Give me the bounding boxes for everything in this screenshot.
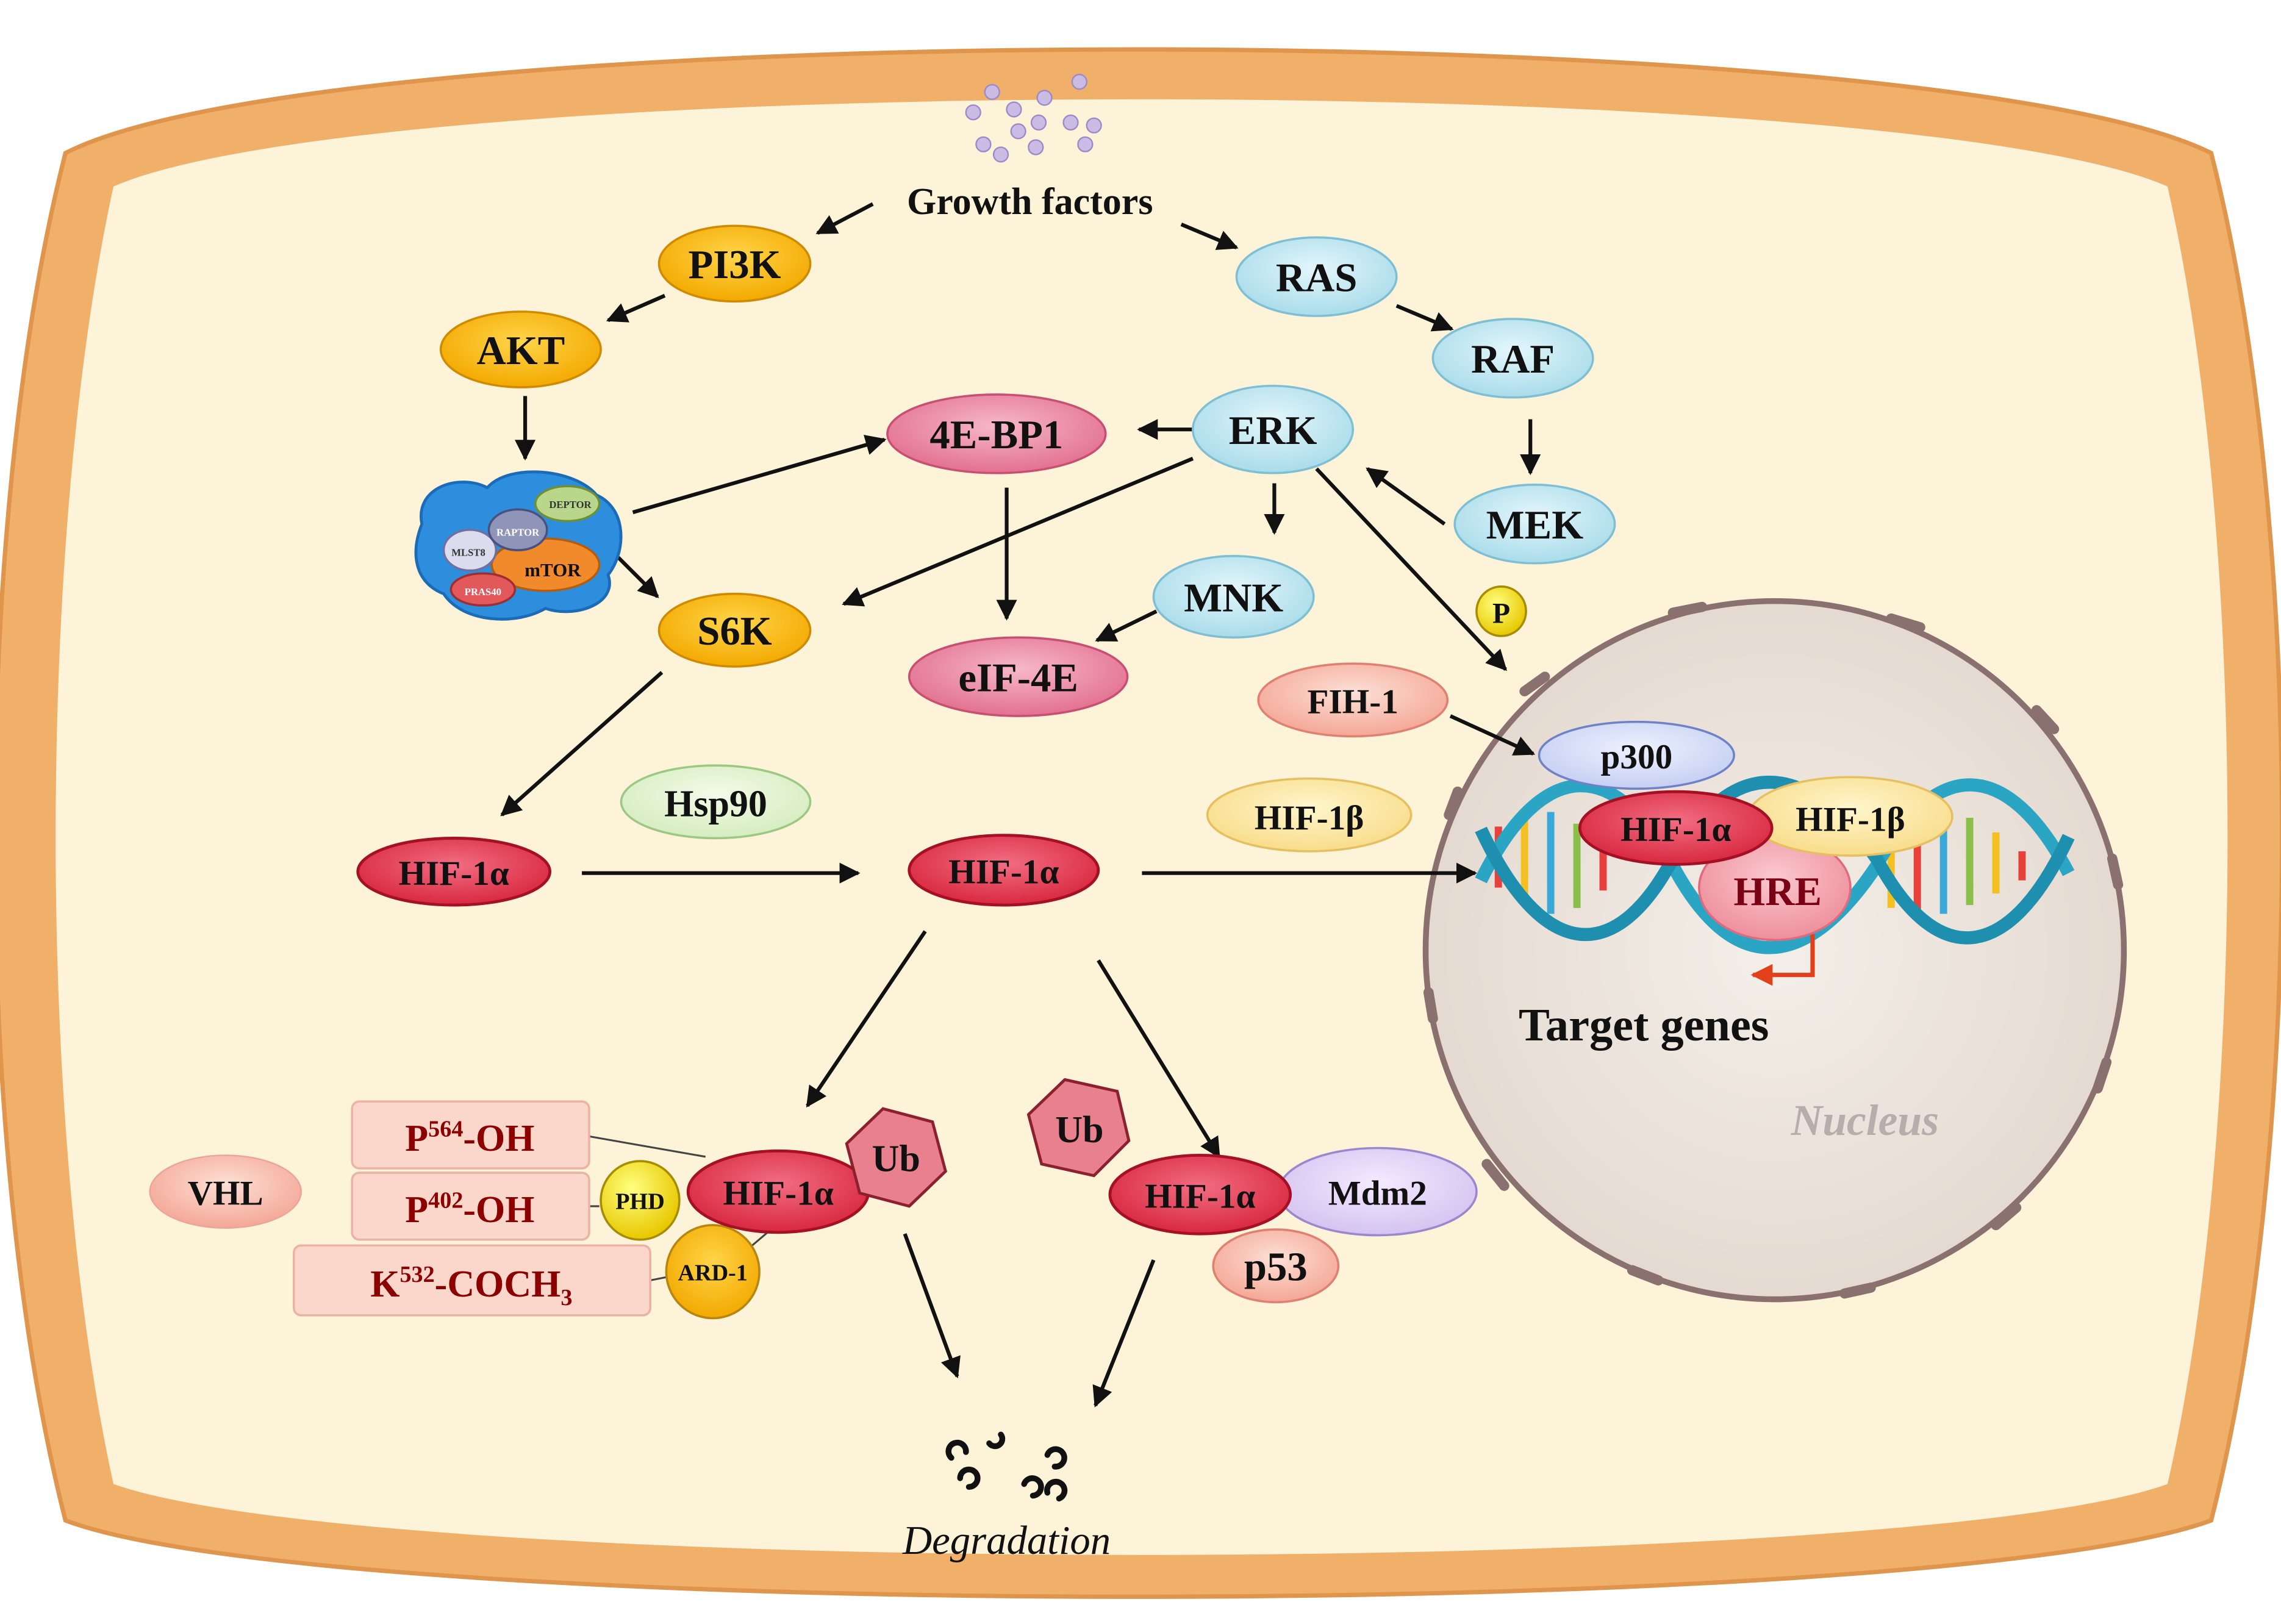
degradation-label: Degradation [902, 1518, 1111, 1563]
svg-text:HRE: HRE [1733, 869, 1822, 914]
deptor-label: DEPTOR [549, 499, 592, 510]
hif1a-left-node: HIF-1α [356, 837, 551, 907]
svg-text:Ub: Ub [1055, 1109, 1103, 1151]
ub-right-badge: Ub [1026, 1078, 1131, 1178]
raf-node: RAF [1431, 318, 1594, 399]
svg-text:HIF-1α: HIF-1α [723, 1175, 833, 1213]
ub-left-badge: Ub [845, 1107, 948, 1208]
dna-helix [1475, 776, 2075, 954]
svg-text:p300: p300 [1601, 738, 1673, 776]
svg-text:AKT: AKT [477, 328, 565, 373]
svg-text:HIF-1α: HIF-1α [948, 853, 1059, 891]
svg-text:K532-COCH3: K532-COCH3 [370, 1262, 572, 1311]
ras-node: RAS [1235, 236, 1398, 317]
svg-text:p53: p53 [1244, 1245, 1308, 1290]
svg-text:S6K: S6K [697, 609, 772, 654]
svg-text:RAS: RAS [1276, 256, 1358, 301]
svg-text:MNK: MNK [1184, 575, 1283, 620]
svg-text:Hsp90: Hsp90 [664, 784, 767, 825]
svg-text:PI3K: PI3K [688, 242, 781, 287]
svg-text:ARD-1: ARD-1 [678, 1261, 748, 1286]
pras40-label: PRAS40 [465, 586, 501, 598]
svg-text:4E-BP1: 4E-BP1 [929, 412, 1063, 457]
svg-text:P564-OH: P564-OH [405, 1116, 534, 1159]
pathway-arrows [500, 202, 1541, 1408]
svg-text:RAF: RAF [1471, 337, 1555, 382]
ard1-badge: ARD-1 [665, 1224, 761, 1320]
mlst8-label: MLST8 [451, 547, 485, 559]
fih1-node: FIH-1 [1257, 662, 1449, 738]
svg-text:P402-OH: P402-OH [405, 1187, 534, 1231]
svg-text:VHL: VHL [188, 1175, 263, 1213]
4ebp1-node: 4E-BP1 [886, 393, 1107, 474]
degradation-fragments [945, 1431, 1068, 1502]
s6k-node: S6K [657, 592, 812, 668]
hif1a-nucleus-node: HIF-1α [1578, 790, 1774, 866]
vhl-node: VHL [149, 1154, 302, 1229]
transcription-arrow [1750, 934, 1815, 986]
svg-text:PHD: PHD [615, 1189, 665, 1215]
phd-badge: PHD [600, 1160, 681, 1241]
k532-coch3-box: K532-COCH3 [293, 1244, 651, 1317]
mek-node: MEK [1453, 484, 1616, 565]
hif1b-nucleus-node: HIF-1β [1747, 776, 1953, 857]
hsp90-node: Hsp90 [620, 764, 812, 840]
svg-text:HIF-1α: HIF-1α [1145, 1177, 1255, 1215]
eif4e-node: eIF-4E [908, 636, 1129, 717]
mnk-node: MNK [1152, 554, 1315, 639]
hif1a-vhl-node: HIF-1α [686, 1149, 870, 1234]
p53-node: p53 [1212, 1228, 1340, 1304]
svg-text:HIF-1β: HIF-1β [1255, 799, 1364, 837]
svg-text:P: P [1492, 597, 1510, 629]
svg-text:Mdm2: Mdm2 [1328, 1175, 1427, 1213]
p564-oh-box: P564-OH [351, 1100, 590, 1170]
growth-factor-molecules [965, 74, 1102, 163]
svg-text:Ub: Ub [872, 1139, 920, 1180]
hif1a-center-node: HIF-1α [908, 834, 1100, 907]
mtor-label: mTOR [525, 559, 581, 581]
erk-node: ERK [1192, 384, 1355, 474]
mtor-complex: mTOR RAPTOR DEPTOR MLST8 PRAS40 [414, 470, 623, 621]
mdm2-node: Mdm2 [1277, 1146, 1478, 1237]
p402-oh-box: P402-OH [351, 1171, 590, 1241]
svg-text:MEK: MEK [1486, 503, 1584, 548]
svg-text:HIF-1α: HIF-1α [398, 854, 509, 893]
nucleus-label: Nucleus [1791, 1096, 1939, 1145]
raptor-label: RAPTOR [496, 526, 540, 538]
phospho-badge: P [1475, 585, 1527, 637]
target-genes-label: Target genes [1519, 999, 1769, 1051]
hif1a-mdm2-node: HIF-1α [1108, 1154, 1292, 1236]
pi3k-node: PI3K [657, 224, 812, 303]
akt-node: AKT [439, 310, 602, 388]
growth-factors-label: Growth factors [907, 181, 1153, 223]
hif1b-cytoplasm-node: HIF-1β [1206, 777, 1413, 853]
p300-node: p300 [1538, 720, 1735, 790]
svg-text:HIF-1β: HIF-1β [1796, 801, 1905, 839]
svg-text:FIH-1: FIH-1 [1308, 682, 1398, 721]
svg-text:HIF-1α: HIF-1α [1620, 810, 1731, 849]
hre-node: HRE [1698, 834, 1852, 942]
svg-text:ERK: ERK [1229, 408, 1317, 453]
svg-text:eIF-4E: eIF-4E [958, 656, 1078, 701]
